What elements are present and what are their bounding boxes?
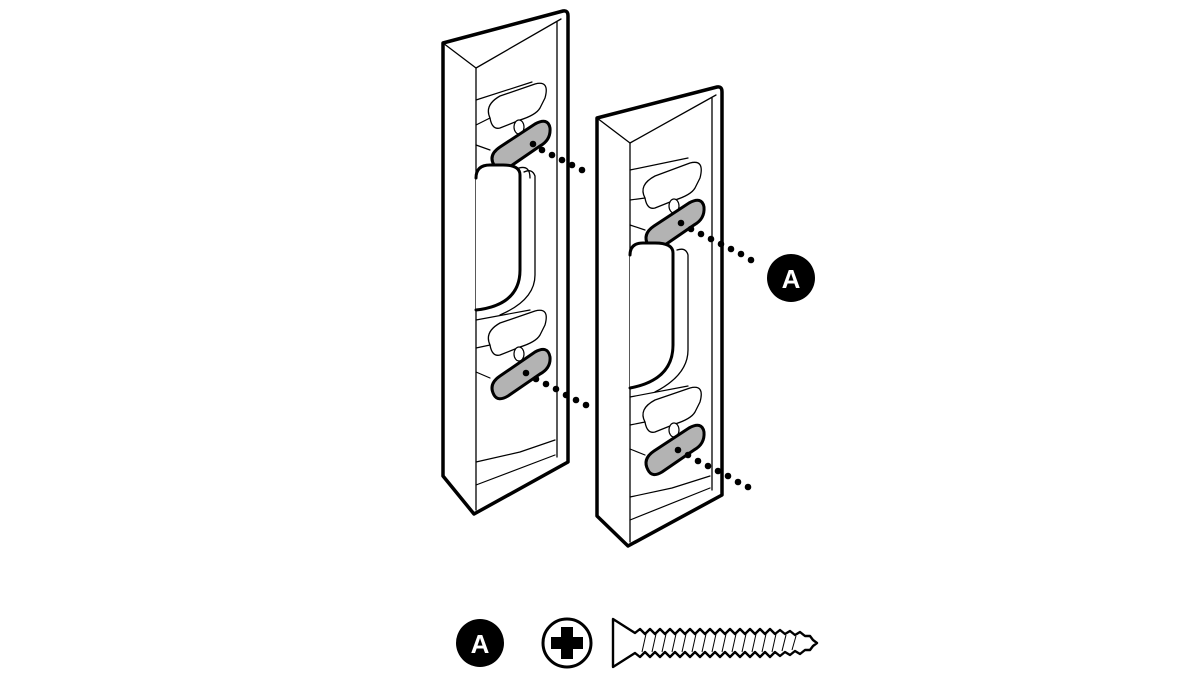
legend-a-badge: A [456, 619, 504, 667]
phillips-cross-icon [541, 617, 593, 669]
leader-lines-left [522, 140, 590, 409]
leader-lines-right [674, 219, 755, 491]
bracket-right [595, 85, 724, 548]
countersunk-screw-icon [611, 617, 819, 669]
parts-legend: A [456, 617, 819, 669]
svg-text:A: A [471, 629, 490, 659]
bracket-left [441, 9, 570, 516]
svg-text:A: A [782, 264, 801, 294]
callout-a-badge: A [767, 254, 815, 302]
